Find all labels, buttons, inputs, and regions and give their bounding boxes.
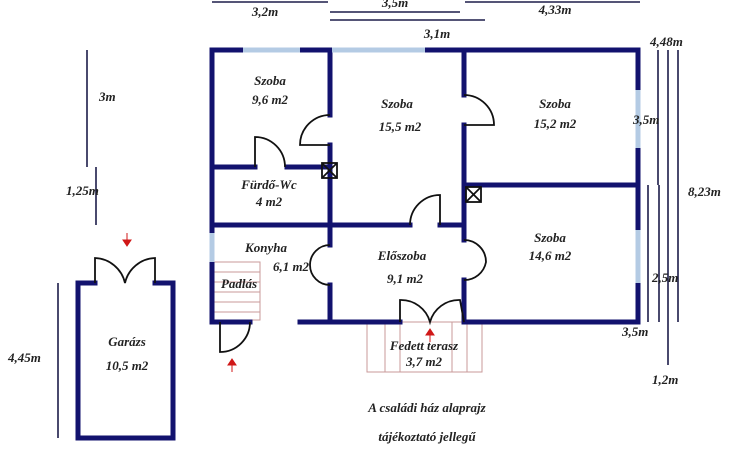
dimension-label: 2,5m bbox=[651, 270, 678, 285]
doors bbox=[94, 94, 495, 353]
room-area: 15,2 m2 bbox=[534, 116, 577, 131]
dimension-label: 3,2m bbox=[251, 4, 278, 19]
dimension-lines bbox=[57, 1, 679, 438]
room-area: 3,7 m2 bbox=[405, 354, 443, 369]
room-name: Szoba bbox=[534, 230, 566, 245]
room-area: 4 m2 bbox=[255, 194, 283, 209]
room-name: Előszoba bbox=[377, 248, 427, 263]
dimension-label: 1,25m bbox=[66, 183, 99, 198]
entrance-arrow-icons bbox=[122, 233, 435, 372]
caption-title: A családi ház alaprajz bbox=[367, 400, 486, 415]
windows bbox=[209, 47, 641, 283]
dimension-label: 3,5m bbox=[632, 112, 659, 127]
house-walls bbox=[209, 47, 641, 325]
room-area: 10,5 m2 bbox=[106, 358, 149, 373]
room-area: 9,1 m2 bbox=[387, 271, 424, 286]
dimension-label: 4,45m bbox=[7, 350, 41, 365]
dimension-label: 3,5m bbox=[381, 0, 408, 10]
garage-walls bbox=[75, 280, 176, 441]
room-name: Konyha bbox=[244, 240, 287, 255]
room-area: 15,5 m2 bbox=[379, 119, 422, 134]
chimney-icon bbox=[321, 162, 482, 203]
room-name: Padlás bbox=[221, 276, 257, 291]
covered-terrace bbox=[366, 321, 483, 373]
dimension-label: 4,48m bbox=[649, 34, 683, 49]
dimension-label: 4,33m bbox=[538, 2, 572, 17]
dimension-label: 3,1m bbox=[423, 26, 450, 41]
room-area: 6,1 m2 bbox=[273, 259, 310, 274]
dimension-label: 3m bbox=[98, 89, 116, 104]
room-name: Szoba bbox=[381, 96, 413, 111]
room-name: Garázs bbox=[108, 334, 146, 349]
room-name: Fürdő-Wc bbox=[240, 177, 297, 192]
room-area: 14,6 m2 bbox=[529, 248, 572, 263]
attic-stairs bbox=[213, 261, 261, 321]
dimension-label: 1,2m bbox=[652, 372, 678, 387]
dimension-label: 3,5m bbox=[621, 324, 648, 339]
room-area: 9,6 m2 bbox=[252, 92, 289, 107]
dimension-label: 8,23m bbox=[688, 184, 721, 199]
room-name: Fedett terasz bbox=[389, 338, 459, 353]
room-name: Szoba bbox=[254, 73, 286, 88]
room-name: Szoba bbox=[539, 96, 571, 111]
caption-note: tájékoztató jellegű bbox=[378, 429, 476, 444]
